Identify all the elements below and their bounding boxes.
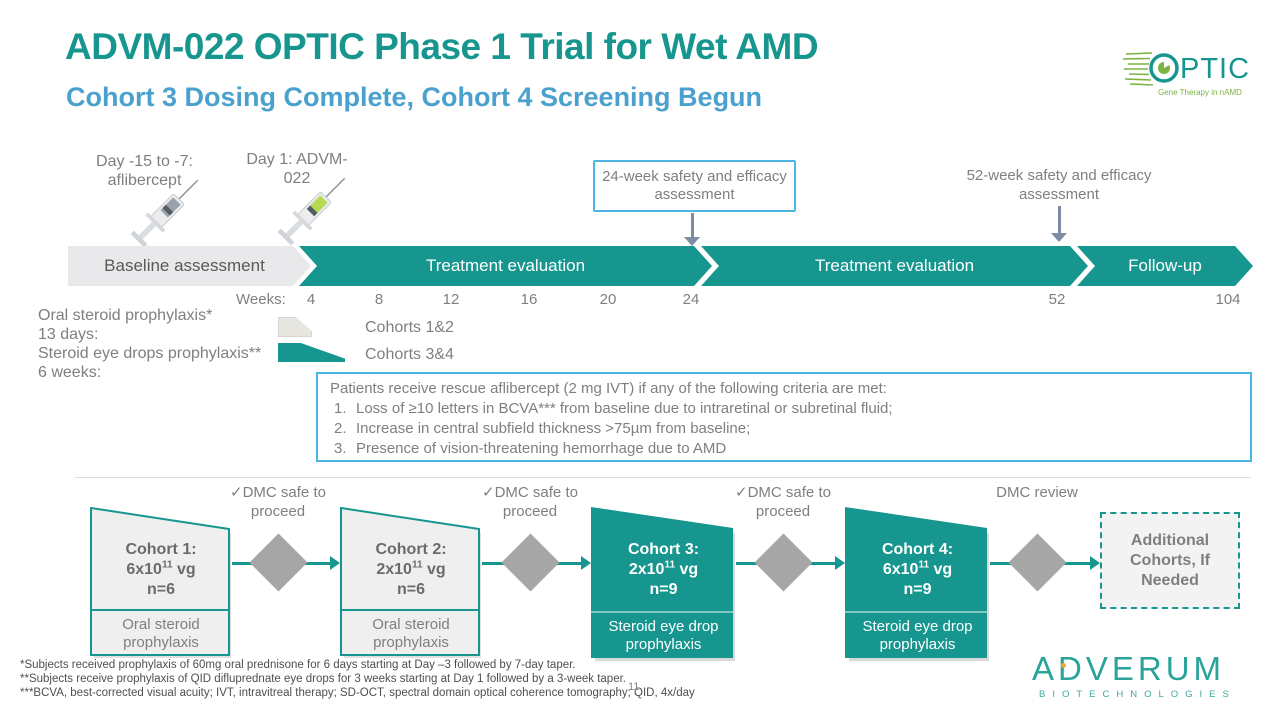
week-tick: 12 [442,291,460,308]
rescue-intro: Patients receive rescue aflibercept (2 m… [330,380,887,397]
page-number: 11 [628,681,640,693]
taper-wedge-gray-icon [278,317,312,337]
additional-cohorts-box: Additional Cohorts, If Needed [1100,512,1240,609]
optic-logo: PTIC Gene Therapy in nAMD [1122,40,1262,118]
timeline-segment-baseline: Baseline assessment [68,246,311,286]
prophylaxis-row2-duration: 6 weeks: [38,364,102,381]
adverum-dot-icon [1061,663,1066,668]
rescue-criteria-box: Patients receive rescue aflibercept (2 m… [316,372,1252,462]
week-tick: 16 [520,291,538,308]
prophylaxis-row1-label: Oral steroid prophylaxis* [38,307,213,324]
cohort-4-main: Cohort 4: 6x1011 vg n=9 [881,541,954,598]
cohort-4-prophylaxis: Steroid eye drop prophylaxis [862,618,973,653]
decision-diamond-icon [1008,533,1067,592]
gate-label-1: ✓DMC safe to proceed [230,484,326,520]
arrow-right-icon [330,556,340,570]
cohort-2-main: Cohort 2: 2x1011 vg n=6 [375,541,447,598]
legend-cohorts-3-4: Cohorts 3&4 [365,346,454,363]
syringe-advm022-icon [265,163,360,258]
callout-24-week: 24-week safety and efficacy assessment [593,160,796,212]
week-tick: 52 [1048,291,1066,308]
arrow-right-icon [1090,556,1100,570]
optic-logo-text: PTIC [1180,53,1250,85]
callout-52-week: 52-week safety and efficacy assessment [966,167,1152,203]
decision-diamond-icon [754,533,813,592]
legend-cohorts-1-2: Cohorts 1&2 [365,319,454,336]
adverum-logo-subtext: BIOTECHNOLOGIES [1039,689,1236,700]
rescue-item: 1.Loss of ≥10 letters in BCVA*** from ba… [334,400,893,417]
decision-diamond-icon [501,533,560,592]
week-tick: 24 [682,291,700,308]
adverum-logo-text: ADVERUM [1032,650,1226,687]
gate-label-2: ✓DMC safe to proceed [482,484,578,520]
cohort-2-prophylaxis: Oral steroid prophylaxis [372,616,450,651]
cohort-1-box: Cohort 1: 6x1011 vg n=6 Oral steroid pro… [90,506,232,659]
prophylaxis-row1-duration: 13 days: [38,326,99,343]
week-tick: 104 [1215,291,1241,308]
cohort-1-main: Cohort 1: 6x1011 vg n=6 [125,541,197,598]
timeline-segment-treatment-2: Treatment evaluation [701,246,1088,286]
injection-1-label: Day -15 to -7: aflibercept [96,153,193,189]
cohort-1-prophylaxis: Oral steroid prophylaxis [122,616,200,651]
section-divider [75,477,1251,478]
cohort-2-box: Cohort 2: 2x1011 vg n=6 Oral steroid pro… [340,506,482,659]
syringe-aflibercept-icon [118,165,213,260]
injection-2-label: Day 1: ADVM- 022 [246,151,348,187]
week-tick: 8 [374,291,384,308]
prophylaxis-row2-label: Steroid eye drops prophylaxis** [38,345,262,362]
cohort-3-box: Cohort 3: 2x1011 vg n=9 Steroid eye drop… [591,507,736,662]
rescue-item: 2.Increase in central subfield thickness… [334,420,751,437]
optic-tagline: Gene Therapy in nAMD [1158,88,1242,97]
footnote-1: *Subjects received prophylaxis of 60mg o… [20,659,576,671]
optic-speed-lines [1122,52,1154,86]
taper-wedge-teal-icon [278,343,345,362]
slide-title: ADVM-022 OPTIC Phase 1 Trial for Wet AMD [65,26,819,67]
cohort-3-prophylaxis: Steroid eye drop prophylaxis [608,618,719,653]
cohort-4-box: Cohort 4: 6x1011 vg n=9 Steroid eye drop… [845,507,990,662]
rescue-item: 3.Presence of vision-threatening hemorrh… [334,440,727,457]
slide-subtitle: Cohort 3 Dosing Complete, Cohort 4 Scree… [66,82,763,112]
adverum-logo: ADVERUM BIOTECHNOLOGIES [1032,650,1247,700]
cohort-3-main: Cohort 3: 2x1011 vg n=9 [627,541,700,598]
weeks-axis-label: Weeks: [236,291,286,308]
week-tick: 20 [599,291,617,308]
arrow-right-icon [835,556,845,570]
decision-diamond-icon [249,533,308,592]
timeline-segment-followup: Follow-up [1077,246,1253,286]
footnote-2: **Subjects receive prophylaxis of QID di… [20,673,626,685]
timeline-segment-treatment-1: Treatment evaluation [299,246,712,286]
week-tick: 4 [306,291,316,308]
footnote-3: ***BCVA, best-corrected visual acuity; I… [20,687,695,699]
arrow-right-icon [581,556,591,570]
gate-label-4: DMC review [996,484,1078,501]
gate-label-3: ✓DMC safe to proceed [735,484,831,520]
